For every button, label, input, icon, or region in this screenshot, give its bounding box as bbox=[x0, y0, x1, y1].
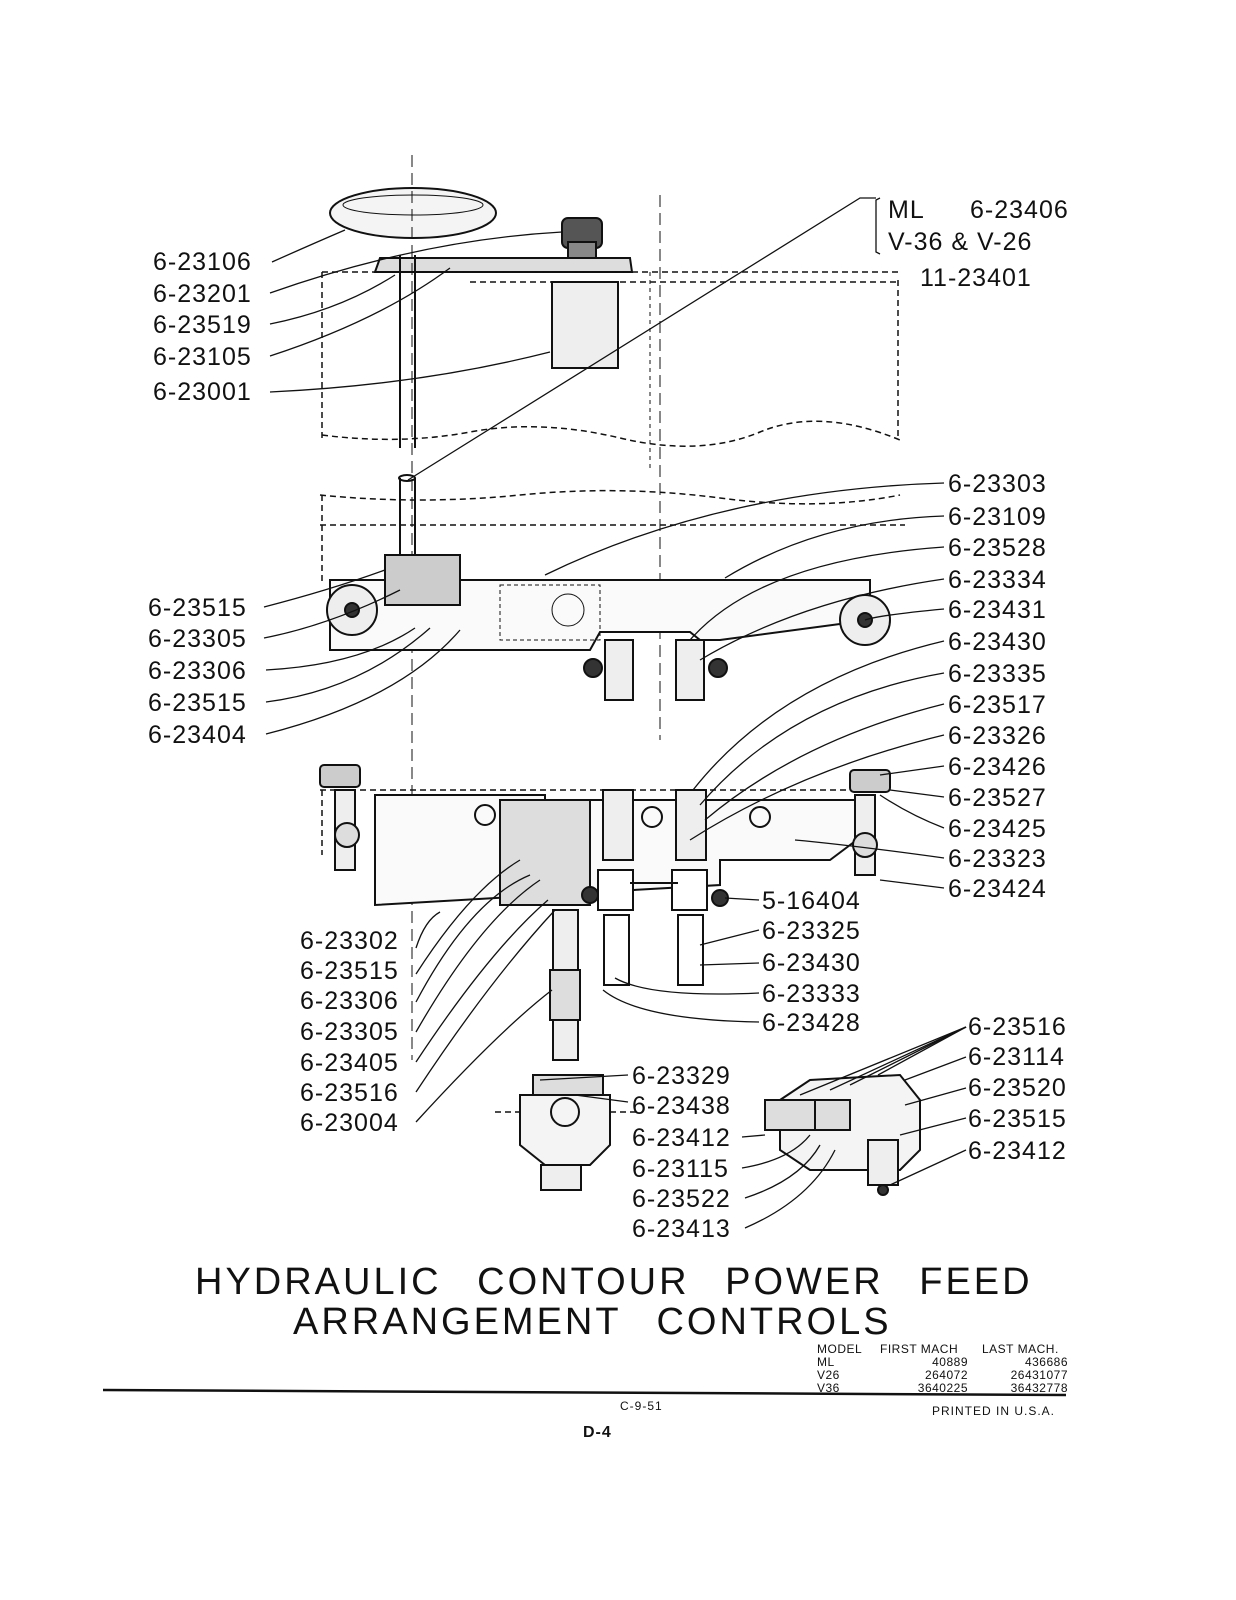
table-cell: 3640225 bbox=[917, 1381, 968, 1395]
part-label: 6-23522 bbox=[632, 1185, 731, 1213]
part-label: 6-23404 bbox=[148, 721, 247, 749]
part-label: 6-23106 bbox=[153, 248, 252, 276]
part-label: 6-23201 bbox=[153, 280, 252, 308]
table-cell: 40889 bbox=[932, 1355, 968, 1369]
part-label: 6-23428 bbox=[762, 1009, 861, 1037]
date-code: C-9-51 bbox=[620, 1399, 663, 1413]
part-label: 6-23515 bbox=[148, 594, 247, 622]
part-label: 6-23412 bbox=[632, 1124, 731, 1152]
table-cell: 436686 bbox=[1024, 1355, 1068, 1369]
part-label: 6-23519 bbox=[153, 311, 252, 339]
part-label: 6-23335 bbox=[948, 660, 1047, 688]
part-label: 6-23303 bbox=[948, 470, 1047, 498]
valve-body bbox=[519, 1094, 611, 1166]
part-label: 6-23333 bbox=[762, 980, 861, 1008]
part-label: 6-23517 bbox=[948, 691, 1047, 719]
part-label: 6-23520 bbox=[968, 1074, 1067, 1102]
part-label: 6-23001 bbox=[153, 378, 252, 406]
table-header-model: MODEL bbox=[817, 1342, 863, 1356]
model-v-label: V-36 & V-26 bbox=[888, 228, 1033, 256]
diagram-title-line1: HYDRAULIC CONTOUR POWER FEED bbox=[195, 1261, 1033, 1303]
page-number: D-4 bbox=[583, 1424, 612, 1441]
part-label: 6-23329 bbox=[632, 1062, 731, 1090]
handwheel-knob bbox=[329, 187, 497, 239]
gear-housing bbox=[384, 554, 461, 606]
part-label: 6-23426 bbox=[948, 753, 1047, 781]
part-label: 6-23515 bbox=[300, 957, 399, 985]
part-label: 6-23334 bbox=[948, 566, 1047, 594]
table-cell: 26431077 bbox=[1010, 1368, 1068, 1382]
part-label: 6-23516 bbox=[300, 1079, 399, 1107]
part-label: 6-23412 bbox=[968, 1137, 1067, 1165]
part-label: 6-23306 bbox=[148, 657, 247, 685]
part-label: 6-23306 bbox=[300, 987, 399, 1015]
bevel-gear-housing bbox=[499, 799, 591, 906]
cover-plate bbox=[373, 257, 634, 273]
cylinder-block bbox=[551, 281, 619, 369]
part-label: 5-16404 bbox=[762, 887, 861, 915]
part-label: 6-23302 bbox=[300, 927, 399, 955]
part-label: 6-23438 bbox=[632, 1092, 731, 1120]
diagram-title-line2: ARRANGEMENT CONTROLS bbox=[293, 1301, 892, 1343]
table-cell: V36 bbox=[817, 1381, 840, 1395]
part-label: 6-23323 bbox=[948, 845, 1047, 873]
part-label: 6-23424 bbox=[948, 875, 1047, 903]
part-label: 6-23528 bbox=[948, 534, 1047, 562]
table-cell: ML bbox=[817, 1355, 835, 1369]
table-cell: 36432778 bbox=[1010, 1381, 1068, 1395]
part-label: 6-23105 bbox=[153, 343, 252, 371]
part-label: 6-23527 bbox=[948, 784, 1047, 812]
part-label: 6-23325 bbox=[762, 917, 861, 945]
part-label: 6-23515 bbox=[968, 1105, 1067, 1133]
table-header-last: LAST MACH. bbox=[982, 1342, 1059, 1356]
part-label: 6-23431 bbox=[948, 596, 1047, 624]
part-label: 6-23515 bbox=[148, 689, 247, 717]
part-label: 6-23430 bbox=[762, 949, 861, 977]
part-label: 6-23516 bbox=[968, 1013, 1067, 1041]
part-11-23401: 11-23401 bbox=[920, 264, 1032, 292]
part-label: 6-23413 bbox=[632, 1215, 731, 1243]
part-label: 6-23114 bbox=[968, 1043, 1065, 1071]
table-cell: V26 bbox=[817, 1368, 840, 1382]
model-ml-label: ML bbox=[888, 196, 925, 224]
printed-in-usa: PRINTED IN U.S.A. bbox=[932, 1404, 1056, 1418]
part-label: 6-23425 bbox=[948, 815, 1047, 843]
table-cell: 264072 bbox=[924, 1368, 968, 1382]
part-label: 6-23004 bbox=[300, 1109, 399, 1137]
part-label: 6-23305 bbox=[148, 625, 247, 653]
part-label: 6-23115 bbox=[632, 1155, 729, 1183]
part-label: 6-23326 bbox=[948, 722, 1047, 750]
part-label: 6-23405 bbox=[300, 1049, 399, 1077]
table-header-first: FIRST MACH bbox=[880, 1342, 959, 1356]
model-ml-part: 6-23406 bbox=[970, 196, 1069, 224]
part-label: 6-23430 bbox=[948, 628, 1047, 656]
part-label: 6-23305 bbox=[300, 1018, 399, 1046]
part-label: 6-23109 bbox=[948, 503, 1047, 531]
